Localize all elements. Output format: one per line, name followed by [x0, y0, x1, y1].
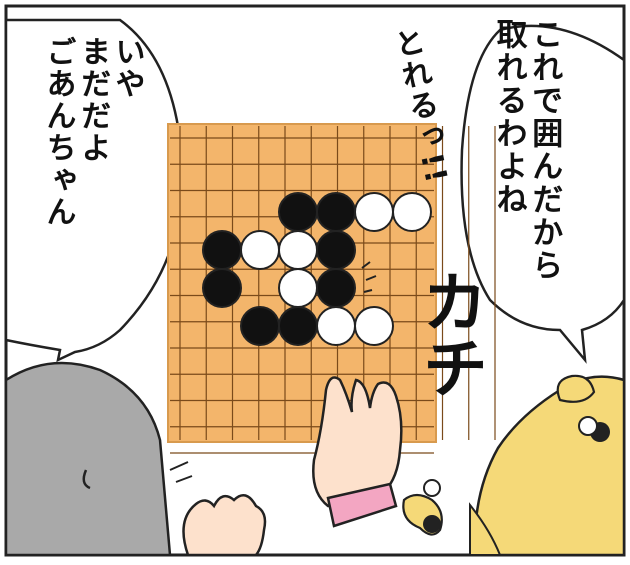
white-stone — [316, 306, 356, 346]
speech-text-right: これで囲んだから 取れるわよね — [490, 18, 563, 338]
white-stone — [278, 268, 318, 308]
hair-tie-ball — [423, 479, 441, 497]
white-stone — [278, 230, 318, 270]
reaching-hand — [182, 493, 267, 557]
white-stone — [392, 192, 432, 232]
black-stone — [278, 306, 318, 346]
black-stone — [240, 306, 280, 346]
grey-hair-character — [4, 361, 172, 557]
hair-ornament-white — [578, 416, 598, 436]
speech-bubble-right — [460, 24, 626, 364]
speech-line-1: いや — [109, 36, 145, 100]
hair-bun-top — [556, 374, 596, 403]
white-stone — [240, 230, 280, 270]
black-stone — [316, 268, 356, 308]
motion-lines — [169, 461, 193, 483]
speech-text-left: いや まだだよ ごあんちゃん — [40, 36, 145, 336]
hair-tie-bead — [423, 515, 441, 533]
character-ear-line — [82, 469, 91, 490]
go-stones — [202, 192, 432, 346]
black-stone — [278, 192, 318, 232]
white-stone — [354, 192, 394, 232]
black-stone — [202, 230, 242, 270]
impact-marks — [361, 261, 377, 293]
white-stone — [354, 306, 394, 346]
sfx-kachi: カチ — [411, 268, 488, 400]
black-stone — [316, 230, 356, 270]
pointing-hand — [312, 376, 403, 508]
speech-line-3: ごあんちゃん — [40, 36, 76, 228]
speech-line-2: 取れるわよね — [490, 18, 527, 216]
pink-sleeve-cuff — [326, 482, 398, 528]
speech-line-2: まだだよ — [75, 36, 110, 164]
speech-line-1: これで囲んだから — [526, 18, 563, 282]
black-stone — [202, 268, 242, 308]
hair-strand — [469, 502, 502, 556]
speech-bubble-left — [4, 18, 184, 363]
black-stone — [316, 192, 356, 232]
